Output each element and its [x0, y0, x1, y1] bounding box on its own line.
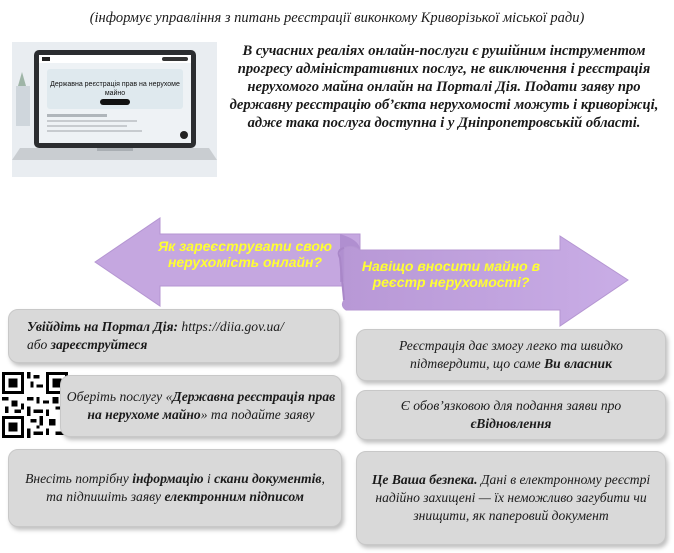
reason1-pre: Реєстрація дає змогу легко та швидко під… — [399, 338, 623, 371]
reason-security-card: Це Ваша безпека. Дані в електронному реє… — [356, 451, 666, 545]
arrow-right-shape — [341, 235, 629, 327]
reason2-pre: Є обов’язковою для подання заяви про — [400, 398, 622, 413]
step1-or: або — [27, 337, 51, 352]
source-note: (інформує управління з питань реєстрації… — [89, 10, 585, 26]
reason-ownership-card: Реєстрація дає змогу легко та швидко під… — [356, 329, 666, 381]
step3-scans: скани документів — [214, 471, 322, 486]
step3-pre: Внесіть потрібну — [25, 471, 133, 486]
step2-pre: Оберіть послугу « — [66, 389, 173, 404]
step-login-card: Увійдіть на Портал Дія: https://diia.gov… — [8, 309, 340, 363]
step2-post: » та подайте заяву — [200, 407, 315, 422]
laptop-screen-title-line1: Державна реєстрація прав на нерухоме — [50, 80, 180, 88]
service-name: Державна реєстрація прав на нерухоме май… — [87, 389, 336, 422]
step3-mid: і — [203, 471, 215, 486]
reason2-bold: єВідновлення — [470, 416, 552, 431]
step-sign-card: Внесіть потрібну інформацію і скани доку… — [8, 449, 342, 527]
step-choose-service-card: Оберіть послугу «Державна реєстрація пра… — [60, 375, 342, 437]
laptop-screen-title-line2: майно — [105, 89, 125, 97]
portal-link[interactable]: https://diia.gov.ua/ — [178, 319, 284, 334]
intro-paragraph: В сучасних реаліях онлайн-послуги є руші… — [229, 43, 659, 131]
reason3-rest: Дані в електронному реєстрі надійно захи… — [375, 472, 651, 523]
direction-arrows — [94, 217, 629, 327]
step1-bold: Увійдіть на Портал Дія: — [27, 319, 179, 334]
arrow-right-label: Навіщо вносити майно в реєстр нерухомост… — [361, 258, 541, 290]
reason1-bold: Ви власник — [544, 356, 613, 371]
reason3-bold: Це Ваша безпека. — [371, 472, 478, 487]
arrow-left-label: Як зареєструвати свою нерухомість онлайн… — [157, 238, 333, 270]
qr-code-icon — [2, 372, 68, 438]
laptop-illustration: Державна реєстрація прав на нерухоме май… — [12, 42, 217, 177]
step3-sign: електронним підписом — [164, 489, 304, 504]
step3-info: інформацію — [132, 471, 204, 486]
reason-evidnovlennia-card: Є обов’язковою для подання заяви про єВі… — [356, 390, 666, 440]
register-link[interactable]: зареєструйтеся — [50, 337, 148, 352]
step3-mid2: , та підпишіть заяву — [46, 471, 325, 504]
